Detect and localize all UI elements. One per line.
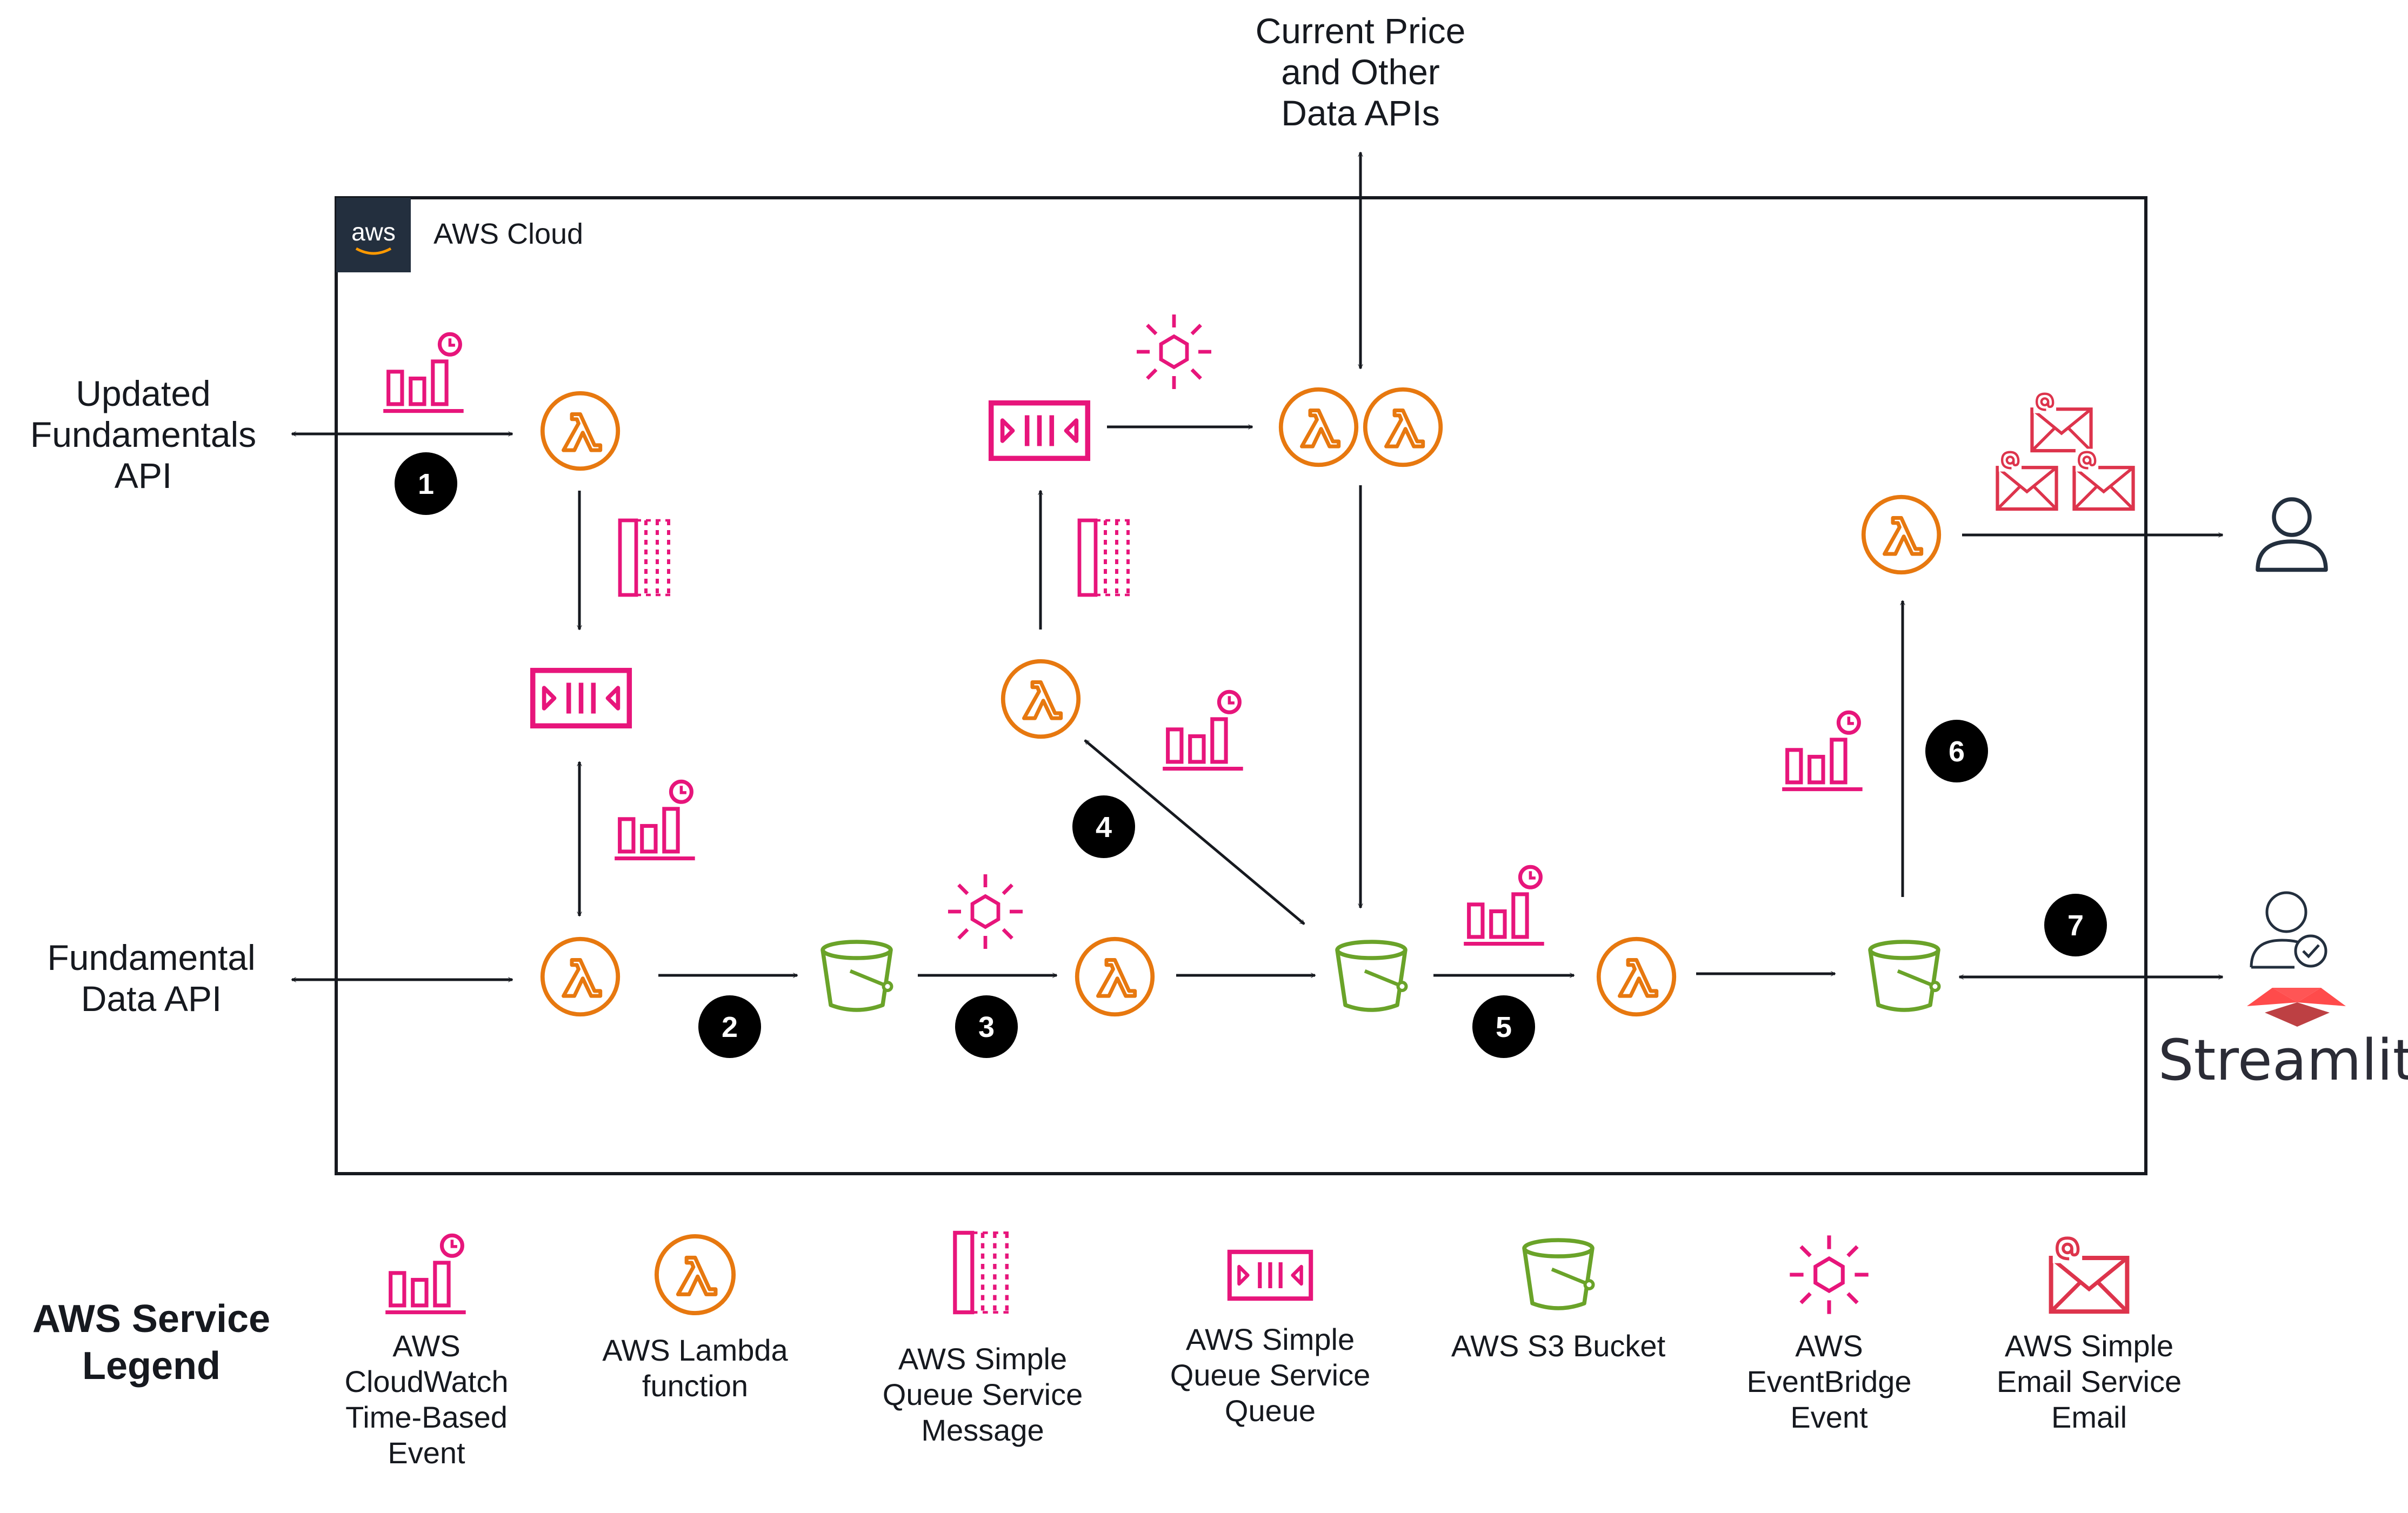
svg-text:Fundamental: Fundamental (47, 938, 255, 978)
svg-text:Email Service: Email Service (1997, 1364, 2182, 1398)
lambda-icon (657, 1236, 733, 1313)
svg-text:EventBridge: EventBridge (1746, 1364, 1911, 1398)
svg-text:2: 2 (722, 1011, 738, 1043)
sqs-queue-icon (991, 403, 1088, 459)
eventbridge-event-icon (1790, 1235, 1868, 1314)
lambda-icon (1365, 390, 1441, 465)
step-badge-3: 3 (955, 995, 1018, 1058)
svg-text:3: 3 (978, 1011, 995, 1043)
aws-logo (336, 198, 411, 272)
legend-item-sqs-queue: AWS Simple Queue Service Queue (1170, 1252, 1370, 1428)
updated-fundamentals-api-label: Updated Fundamentals API (30, 373, 256, 496)
svg-text:Event: Event (1790, 1400, 1868, 1434)
cloudwatch-event-icon (1464, 867, 1544, 943)
lambda-icon (1281, 390, 1357, 465)
legend-item-eventbridge: AWS EventBridge Event (1746, 1235, 1912, 1434)
eventbridge-event-icon (1137, 314, 1211, 389)
current-price-apis-label: Current Price and Other Data APIs (1256, 11, 1466, 133)
user-icon (2258, 499, 2326, 570)
svg-text:1: 1 (418, 468, 434, 500)
svg-text:function: function (642, 1369, 748, 1403)
lambda-icon (1077, 939, 1153, 1015)
lambda-icon (543, 939, 618, 1015)
svg-text:7: 7 (2067, 909, 2084, 942)
svg-text:6: 6 (1949, 735, 1965, 768)
s3-bucket-icon (823, 942, 892, 1010)
step-badge-2: 2 (698, 995, 761, 1058)
step-badge-6: 6 (1925, 720, 1988, 782)
legend-item-cloudwatch: AWS CloudWatch Time-Based Event (345, 1235, 509, 1470)
cloudwatch-event-icon (615, 781, 695, 858)
svg-text:5: 5 (1496, 1011, 1512, 1043)
arrow-lambda4-s3b (1084, 739, 1305, 925)
ses-email-icon (2051, 1234, 2127, 1311)
cloudwatch-event-icon (1163, 692, 1243, 768)
svg-text:API: API (115, 456, 172, 496)
sqs-message-icon (620, 520, 672, 595)
sqs-message-icon (1079, 520, 1131, 595)
svg-text:and Other: and Other (1281, 52, 1440, 92)
step-badge-1: 1 (395, 452, 457, 515)
cloudwatch-event-icon (385, 1235, 466, 1312)
ses-email-icon (1997, 448, 2056, 509)
svg-text:4: 4 (1096, 811, 1112, 843)
step-badge-4: 4 (1072, 795, 1135, 858)
eventbridge-event-icon (948, 874, 1023, 949)
legend-item-sqs-message: AWS Simple Queue Service Message (883, 1233, 1083, 1447)
legend: AWS Service Legend AWS CloudWatch Time-B… (32, 1233, 2182, 1470)
svg-text:Time-Based: Time-Based (345, 1400, 508, 1434)
ses-email-icon (2074, 448, 2133, 509)
svg-text:AWS Lambda: AWS Lambda (602, 1333, 788, 1367)
svg-text:Queue: Queue (1225, 1394, 1316, 1428)
lambda-icon (1003, 661, 1079, 737)
lambda-icon (1864, 497, 1939, 573)
sqs-message-icon (955, 1233, 1010, 1312)
step-badge-5: 5 (1472, 995, 1535, 1058)
svg-text:Data APIs: Data APIs (1281, 93, 1440, 133)
svg-text:Event: Event (388, 1436, 465, 1470)
s3-bucket-icon (1870, 942, 1939, 1010)
legend-item-lambda: AWS Lambda function (602, 1236, 789, 1403)
svg-text:AWS Simple: AWS Simple (2005, 1329, 2173, 1363)
svg-text:Message: Message (921, 1413, 1044, 1447)
sqs-queue-icon (1230, 1252, 1311, 1298)
lambda-icon (1599, 939, 1675, 1015)
aws-cloud-group (335, 196, 2147, 1175)
streamlit-user-icon (2250, 891, 2327, 969)
legend-title: AWS Service (32, 1297, 270, 1341)
svg-text:Updated: Updated (76, 373, 211, 413)
lambda-icon (543, 393, 618, 469)
svg-text:Email: Email (2051, 1400, 2127, 1434)
legend-item-s3: AWS S3 Bucket (1451, 1240, 1666, 1363)
ses-email-icon (2032, 390, 2091, 451)
fundamental-data-api-label: Fundamental Data API (47, 938, 255, 1019)
aws-smile-icon (355, 247, 392, 255)
svg-text:Current Price: Current Price (1256, 11, 1466, 51)
svg-text:Queue Service: Queue Service (1170, 1358, 1370, 1392)
s3-bucket-icon (1337, 942, 1406, 1010)
svg-text:AWS S3 Bucket: AWS S3 Bucket (1451, 1329, 1666, 1363)
svg-text:AWS Simple: AWS Simple (1186, 1322, 1355, 1356)
streamlit-logo-icon (2247, 988, 2346, 1027)
svg-text:AWS: AWS (392, 1329, 460, 1363)
step-badge-7: 7 (2044, 894, 2107, 956)
aws-logo-text: aws (351, 218, 396, 246)
streamlit-wordmark: Streamlit (2158, 1027, 2408, 1093)
svg-text:AWS Simple: AWS Simple (898, 1342, 1067, 1376)
cloudwatch-event-icon (1782, 712, 1863, 789)
svg-text:Fundamentals: Fundamentals (30, 414, 256, 454)
legend-item-ses: AWS Simple Email Service Email (1997, 1234, 2182, 1434)
svg-text:AWS: AWS (1795, 1329, 1863, 1363)
sqs-queue-icon (533, 671, 630, 726)
legend-title: Legend (82, 1344, 221, 1388)
svg-text:Queue Service: Queue Service (883, 1377, 1083, 1411)
svg-text:Data API: Data API (81, 979, 222, 1019)
svg-text:CloudWatch: CloudWatch (345, 1364, 509, 1398)
cloudwatch-event-icon (383, 334, 464, 411)
aws-cloud-title: AWS Cloud (433, 218, 583, 250)
s3-bucket-icon (1524, 1240, 1593, 1308)
